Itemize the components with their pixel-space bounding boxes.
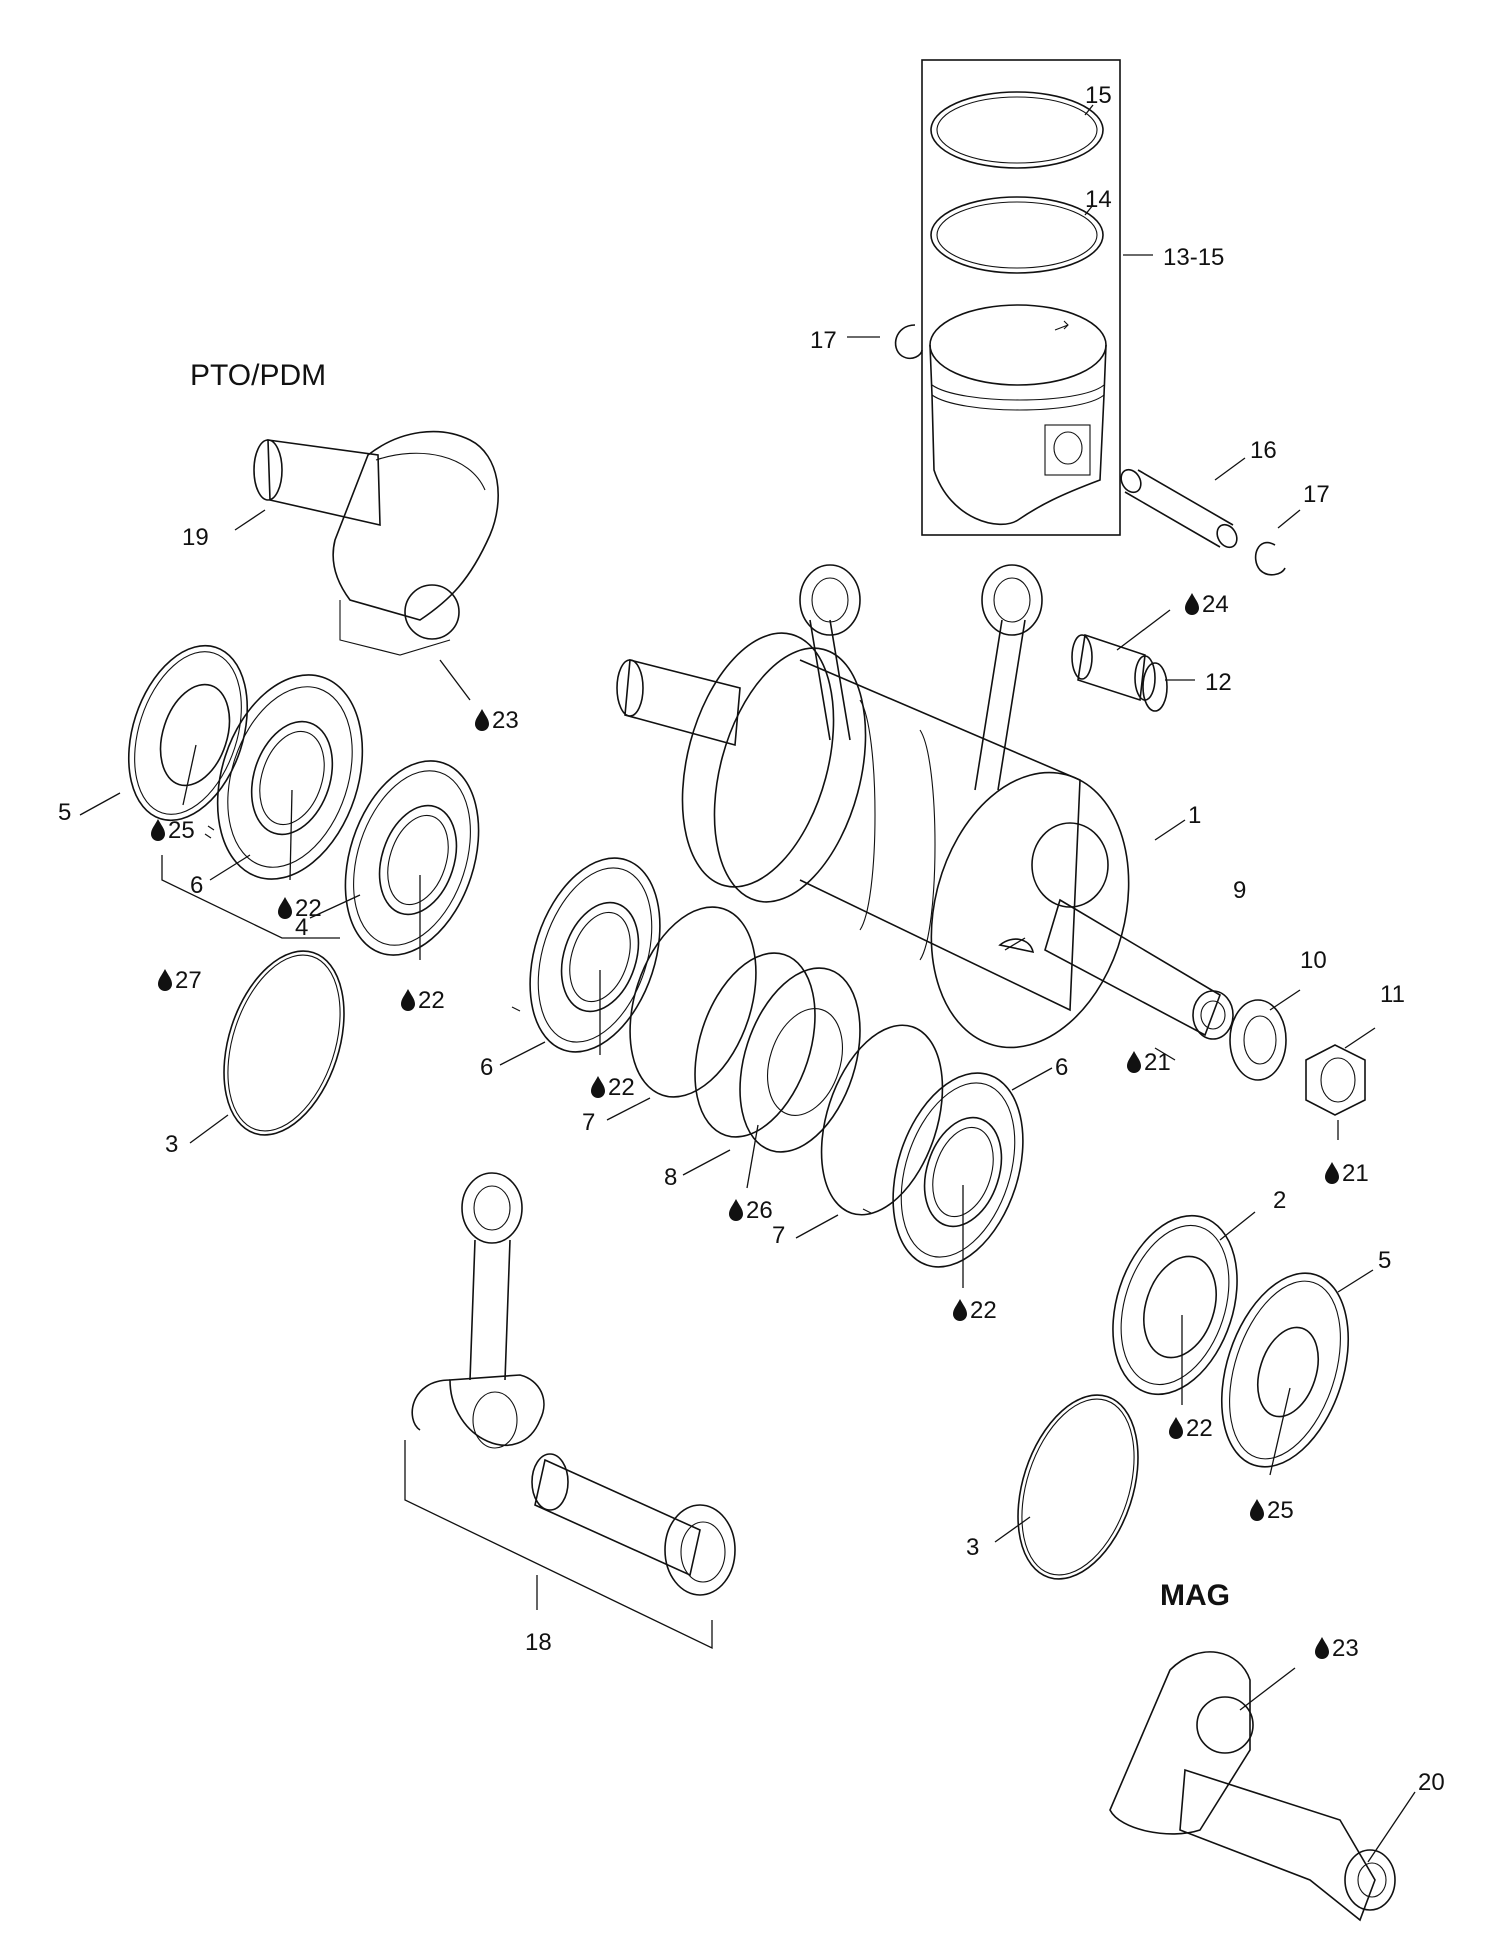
o-ring-3-right xyxy=(1017,1394,1139,1580)
oil-drop-icon xyxy=(1169,1417,1183,1439)
lube-23-pto-text: 23 xyxy=(492,707,519,734)
bracket-18 xyxy=(404,1440,713,1650)
oil-drop-icon xyxy=(1185,593,1199,615)
oil-drop-icon xyxy=(1250,1499,1264,1521)
label-5-left: 5 xyxy=(58,799,71,826)
lube-27: 27 xyxy=(158,967,202,994)
lube-24-text: 24 xyxy=(1202,591,1229,618)
lube-23-mag-text: 23 xyxy=(1332,1635,1359,1662)
nut-11 xyxy=(1305,1044,1366,1116)
label-4: 4 xyxy=(295,914,308,941)
label-13-15: 13-15 xyxy=(1163,244,1224,271)
bearing-2 xyxy=(1112,1214,1238,1396)
lubricant-labels: 24 23 25 22 27 22 22 21 21 26 22 22 25 2… xyxy=(151,591,1369,1662)
label-5-right: 5 xyxy=(1378,1247,1391,1274)
label-6-right: 6 xyxy=(1055,1054,1068,1081)
label-16: 16 xyxy=(1250,437,1277,464)
label-1: 1 xyxy=(1188,802,1201,829)
lube-26: 26 xyxy=(729,1197,773,1224)
label-19: 19 xyxy=(182,524,209,551)
lube-25-right: 25 xyxy=(1250,1497,1294,1524)
oil-drop-icon xyxy=(1127,1051,1141,1073)
lube-21-a-text: 21 xyxy=(1144,1049,1171,1076)
lube-22-a: 22 xyxy=(278,895,322,922)
lube-22-d: 22 xyxy=(953,1297,997,1324)
crank-half-pto xyxy=(253,430,499,656)
label-17-right: 17 xyxy=(1303,481,1330,508)
oil-drop-icon xyxy=(953,1299,967,1321)
label-8: 8 xyxy=(664,1164,677,1191)
lube-22-e-text: 22 xyxy=(1186,1415,1213,1442)
connecting-rod-kit xyxy=(411,1172,736,1596)
oil-drop-icon xyxy=(475,709,489,731)
label-6-left: 6 xyxy=(190,872,203,899)
lube-22-b-text: 22 xyxy=(418,987,445,1014)
crank-half-mag xyxy=(1109,1651,1396,1922)
label-3-left: 3 xyxy=(165,1131,178,1158)
label-7-a: 7 xyxy=(582,1109,595,1136)
label-7-b: 7 xyxy=(772,1222,785,1249)
seal-5-right xyxy=(1220,1272,1350,1468)
leader-lines xyxy=(79,104,1416,1863)
lube-23-mag: 23 xyxy=(1315,1635,1359,1662)
lube-22-e: 22 xyxy=(1169,1415,1213,1442)
bearing-6-left xyxy=(204,674,364,880)
crankshaft xyxy=(616,564,1234,1049)
label-15: 15 xyxy=(1085,82,1112,109)
label-12: 12 xyxy=(1205,669,1232,696)
label-3-right: 3 xyxy=(966,1534,979,1561)
washer-10 xyxy=(1229,999,1287,1081)
bearing-4 xyxy=(344,760,480,956)
section-pto-title: PTO/PDM xyxy=(190,359,326,392)
lube-22-c-text: 22 xyxy=(608,1074,635,1101)
oil-drop-icon xyxy=(729,1199,743,1221)
bearing-6-center xyxy=(511,857,661,1053)
label-20: 20 xyxy=(1418,1769,1445,1796)
seal-5-left xyxy=(127,644,249,822)
label-18: 18 xyxy=(525,1629,552,1656)
lube-21-a: 21 xyxy=(1127,1049,1171,1076)
label-6-center: 6 xyxy=(480,1054,493,1081)
bearing-6-right xyxy=(862,1072,1024,1268)
bracket-27 xyxy=(161,855,340,939)
oil-drop-icon xyxy=(591,1076,605,1098)
o-ring-3-left xyxy=(223,950,345,1136)
lube-22-b: 22 xyxy=(401,987,445,1014)
oil-drop-icon xyxy=(401,989,415,1011)
oil-drop-icon xyxy=(1325,1162,1339,1184)
oil-drop-icon xyxy=(158,969,172,991)
lube-21-b: 21 xyxy=(1325,1160,1369,1187)
lube-26-text: 26 xyxy=(746,1197,773,1224)
label-11: 11 xyxy=(1380,981,1405,1008)
label-10: 10 xyxy=(1300,947,1327,974)
piston-assembly xyxy=(894,59,1286,576)
lube-23-pto: 23 xyxy=(475,707,519,734)
key-9 xyxy=(998,938,1035,954)
label-17-left: 17 xyxy=(810,327,837,354)
part-labels: 15 14 13-15 17 16 17 12 1 9 10 11 19 5 6… xyxy=(58,82,1445,1796)
lube-22-a-text: 22 xyxy=(295,895,322,922)
lube-25-left-text: 25 xyxy=(168,817,195,844)
lube-22-c: 22 xyxy=(591,1074,635,1101)
section-mag-title: MAG xyxy=(1160,1579,1230,1612)
oil-drop-icon xyxy=(278,897,292,919)
oil-drop-icon xyxy=(151,819,165,841)
oil-drop-icon xyxy=(1315,1637,1329,1659)
snap-ring-7-b xyxy=(820,1024,944,1216)
label-2: 2 xyxy=(1273,1187,1286,1214)
label-9: 9 xyxy=(1233,877,1246,904)
lube-25-left: 25 xyxy=(151,817,195,844)
ring-12 xyxy=(1142,662,1168,712)
label-14: 14 xyxy=(1085,186,1112,213)
lube-21-b-text: 21 xyxy=(1342,1160,1369,1187)
lube-22-d-text: 22 xyxy=(970,1297,997,1324)
lube-27-text: 27 xyxy=(175,967,202,994)
lube-25-right-text: 25 xyxy=(1267,1497,1294,1524)
sleeve-8 xyxy=(694,952,861,1153)
snap-ring-7-a xyxy=(629,906,757,1098)
lube-24: 24 xyxy=(1185,591,1229,618)
